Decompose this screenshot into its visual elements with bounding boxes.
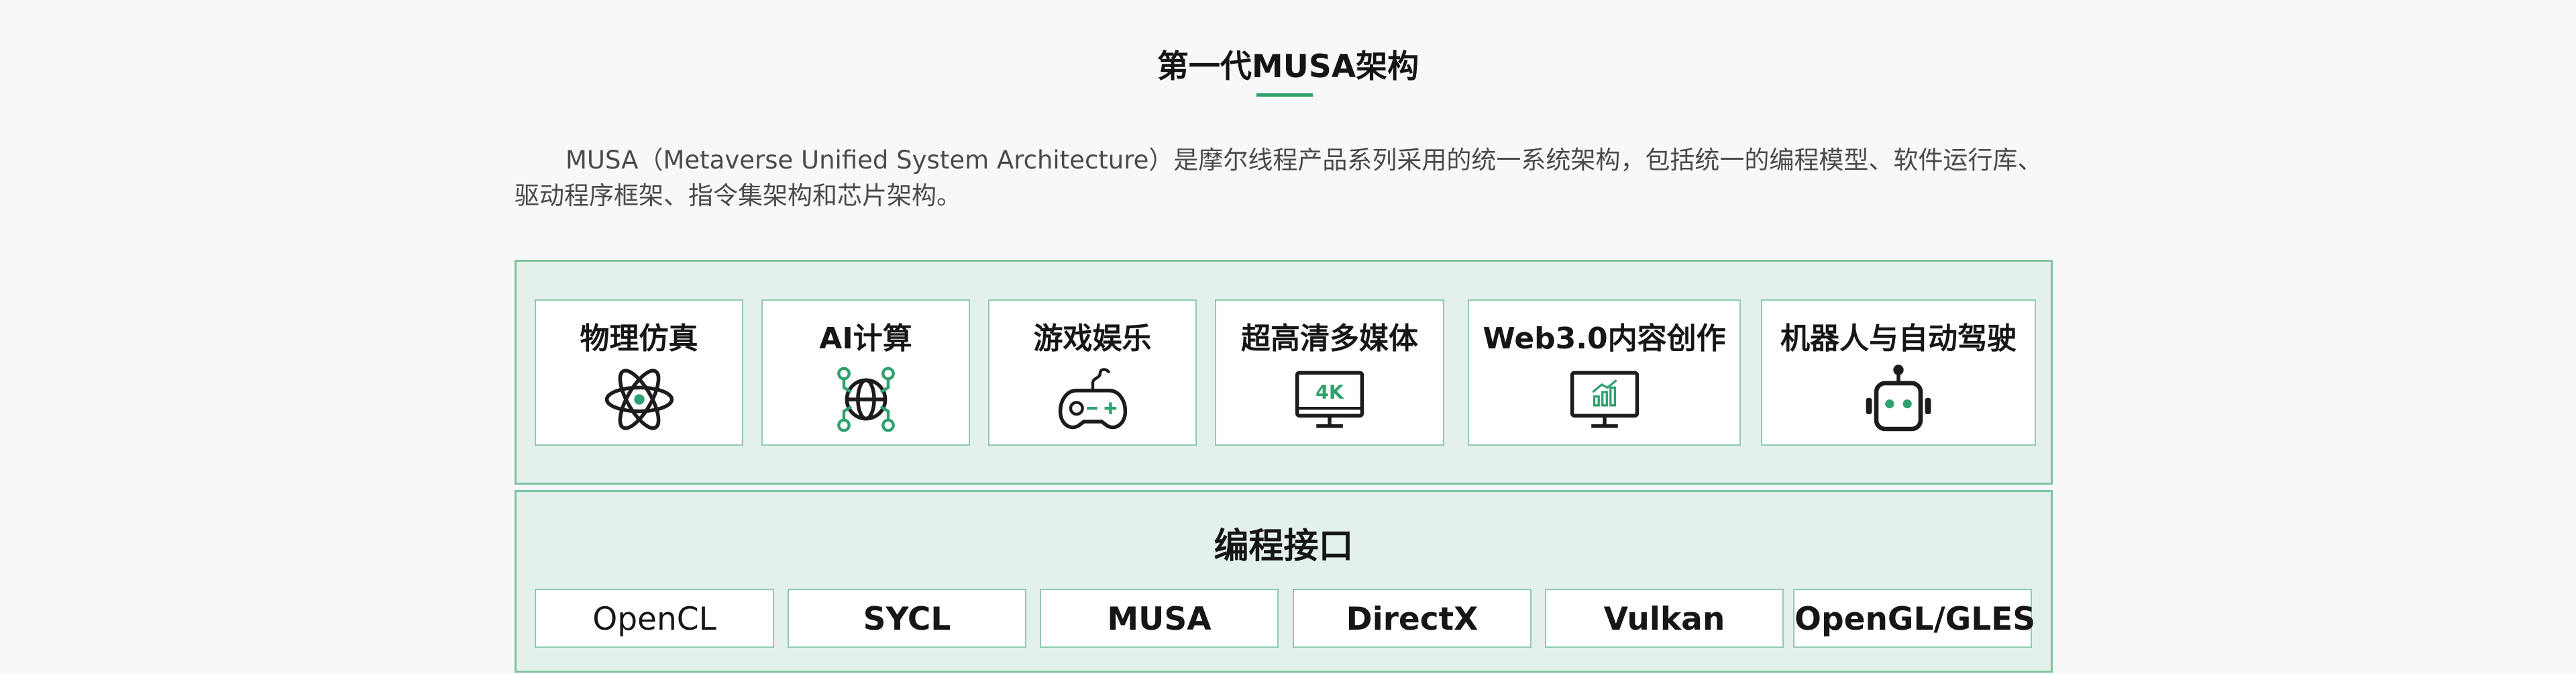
monitor-chart-icon (1568, 363, 1642, 436)
app-card-physics-simulation: 物理仿真 (535, 299, 743, 446)
api-item-label: MUSA (1107, 601, 1212, 638)
app-card-robotics-autonomous-driving: 机器人与自动驾驶 (1761, 299, 2036, 446)
monitor-4k-icon: 4K (1293, 363, 1366, 436)
api-item-label: OpenCL (592, 601, 716, 638)
intro-paragraph: MUSA（Metaverse Unified System Architectu… (515, 146, 2043, 210)
app-card-label: 游戏娱乐 (1033, 322, 1152, 356)
atom-icon (602, 363, 676, 436)
api-item-label: Vulkan (1603, 601, 1725, 638)
applications-panel: 物理仿真 AI计算 (515, 260, 2053, 485)
api-item-label: OpenGL/GLES (1794, 601, 2036, 638)
app-card-label: 超高清多媒体 (1241, 322, 1418, 356)
app-card-label: Web3.0内容创作 (1483, 322, 1726, 356)
robot-icon (1862, 363, 1935, 436)
programming-interface-panel: 编程接口 OpenCL SYCL MUSA DirectX Vulkan Ope… (515, 490, 2053, 673)
app-card-ai-computing: AI计算 (761, 299, 970, 446)
app-card-uhd-multimedia: 超高清多媒体 4K (1215, 299, 1444, 446)
app-card-gaming-entertainment: 游戏娱乐 (988, 299, 1197, 446)
api-item-label: DirectX (1346, 601, 1479, 638)
gamepad-icon (1056, 363, 1130, 436)
icon-4k-text: 4K (1316, 381, 1345, 403)
api-item-opencl: OpenCL (535, 589, 774, 648)
app-card-label: AI计算 (819, 322, 912, 356)
title-underline (1256, 93, 1313, 97)
app-card-label: 机器人与自动驾驶 (1780, 322, 2017, 356)
api-section-title: 编程接口 (1214, 526, 1354, 567)
api-item-sycl: SYCL (788, 589, 1026, 648)
app-card-label: 物理仿真 (580, 322, 698, 356)
api-item-label: SYCL (863, 601, 951, 638)
api-item-directx: DirectX (1293, 589, 1532, 648)
app-card-web3-content: Web3.0内容创作 (1468, 299, 1741, 446)
api-item-vulkan: Vulkan (1545, 589, 1784, 648)
ai-globe-icon (829, 363, 903, 436)
api-item-opengl-gles: OpenGL/GLES (1793, 589, 2036, 648)
page-title: 第一代MUSA架构 (1157, 48, 1419, 85)
api-item-musa: MUSA (1040, 589, 1279, 648)
